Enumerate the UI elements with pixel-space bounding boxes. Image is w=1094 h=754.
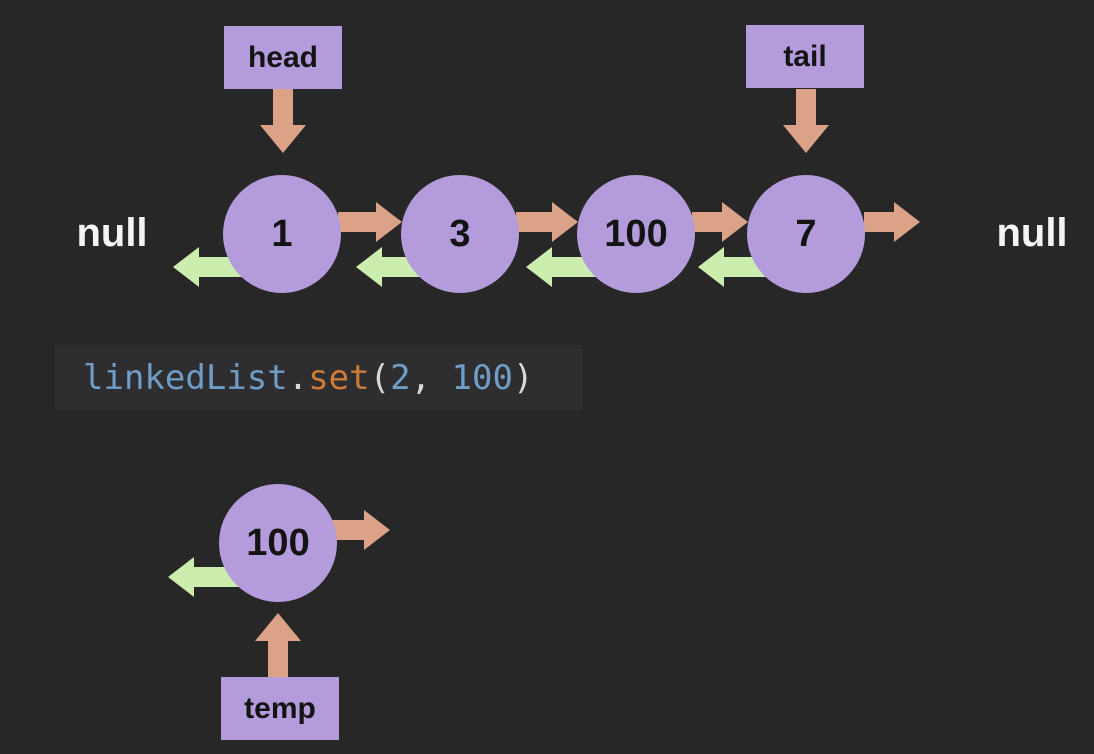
code-token-open-paren: ( xyxy=(369,357,391,398)
node-value: 100 xyxy=(604,212,668,255)
head-pointer-label: head xyxy=(247,40,319,74)
list-node-1: 1 xyxy=(223,175,341,293)
arrow-shaft xyxy=(516,212,552,232)
arrow-head xyxy=(698,247,724,287)
next-arrow-1-icon xyxy=(338,202,402,242)
arrow-shaft xyxy=(273,89,293,125)
code-snippet: linkedList.set(2, 100) xyxy=(55,345,583,410)
arrow-head xyxy=(173,247,199,287)
arrow-head xyxy=(364,510,390,550)
arrow-shaft xyxy=(796,89,816,125)
node-value: 100 xyxy=(246,521,310,564)
tail-pointer-box: tail xyxy=(746,25,864,88)
tail-down-arrow-icon xyxy=(783,89,829,153)
node-value: 1 xyxy=(271,212,293,255)
arrow-shaft xyxy=(864,212,894,232)
list-node-2: 3 xyxy=(401,175,519,293)
next-arrow-2-icon xyxy=(516,202,578,242)
arrow-shaft xyxy=(338,212,376,232)
arrow-head xyxy=(894,202,920,242)
arrow-head xyxy=(526,247,552,287)
list-node-4: 7 xyxy=(747,175,865,293)
arrow-head xyxy=(783,125,829,153)
arrow-shaft xyxy=(268,641,288,677)
temp-pointer-label: temp xyxy=(244,691,316,725)
arrow-head xyxy=(552,202,578,242)
list-node-3: 100 xyxy=(577,175,695,293)
head-pointer-box: head xyxy=(224,26,342,89)
arrow-head xyxy=(376,202,402,242)
node-value: 7 xyxy=(795,212,817,255)
null-label-right: null xyxy=(996,211,1068,255)
code-token-identifier: linkedList xyxy=(83,357,288,398)
next-arrow-to-null-icon xyxy=(864,202,920,242)
arrow-head xyxy=(168,557,194,597)
tail-pointer-label: tail xyxy=(783,39,827,73)
code-token-dot: . xyxy=(287,357,309,398)
next-arrow-3-icon xyxy=(692,202,748,242)
null-label-left: null xyxy=(76,211,148,255)
arrow-head xyxy=(356,247,382,287)
arrow-shaft xyxy=(692,212,722,232)
arrow-head xyxy=(260,125,306,153)
arrow-head xyxy=(255,613,301,641)
temp-node: 100 xyxy=(219,484,337,602)
code-token-method: set xyxy=(308,357,370,398)
temp-up-arrow-icon xyxy=(255,613,301,677)
temp-pointer-box: temp xyxy=(221,677,339,740)
head-down-arrow-icon xyxy=(260,89,306,153)
node-value: 3 xyxy=(449,212,471,255)
code-token-close-paren: ) xyxy=(512,357,534,398)
code-token-value-arg: 100 xyxy=(451,357,513,398)
arrow-head xyxy=(722,202,748,242)
code-token-comma: , xyxy=(410,357,452,398)
code-token-index-arg: 2 xyxy=(390,357,411,398)
